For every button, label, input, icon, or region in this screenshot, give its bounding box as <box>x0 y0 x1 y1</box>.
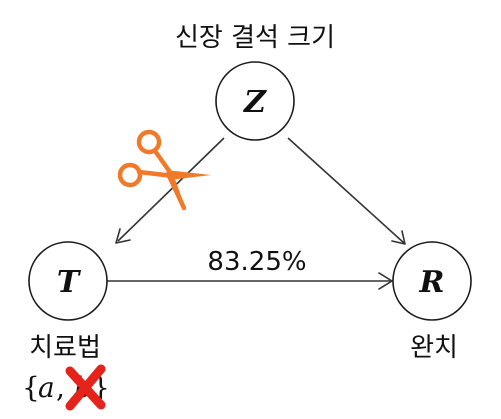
red-x-icon <box>65 364 106 411</box>
set-item-a: a <box>38 371 55 404</box>
edge-t-to-r-label: 83.25% <box>207 247 306 277</box>
scissors-handle-bottom <box>136 169 168 178</box>
node-t-circle <box>28 241 108 321</box>
edge-z-to-t <box>115 137 225 244</box>
z-node-label: 신장 결석 크기 <box>175 23 335 53</box>
node-t: T <box>28 241 108 321</box>
r-node-label: 완치 <box>410 333 458 363</box>
node-z-circle <box>215 61 295 141</box>
set-comma: , <box>56 371 65 404</box>
node-r-letter: R <box>419 265 445 300</box>
scissors-pivot <box>165 172 171 178</box>
set-open-brace: { <box>22 371 40 404</box>
node-r: R <box>392 241 472 321</box>
node-z: Z <box>215 61 295 141</box>
scissors-icon <box>117 129 211 211</box>
red-x-stroke-2 <box>65 364 106 411</box>
edge-t-to-r <box>107 272 393 290</box>
edge-z-to-r-line <box>287 137 405 244</box>
scissors-blade-right <box>166 170 211 180</box>
edge-t-to-r-arrowhead <box>378 272 393 290</box>
scissors-handle-top <box>152 148 173 175</box>
t-node-label: 치료법 <box>29 333 101 363</box>
scissors-ring-top <box>136 129 162 155</box>
edge-z-to-t-arrowhead <box>115 228 131 244</box>
edge-z-to-t-line <box>117 137 225 242</box>
scissors-ring-bottom <box>117 162 143 188</box>
node-t-letter: T <box>57 265 82 300</box>
node-r-circle <box>392 241 472 321</box>
edge-z-to-r-arrowhead <box>391 230 406 245</box>
scissors-blade-edge <box>167 175 187 211</box>
node-z-letter: Z <box>243 85 267 120</box>
edge-z-to-r <box>287 137 406 245</box>
